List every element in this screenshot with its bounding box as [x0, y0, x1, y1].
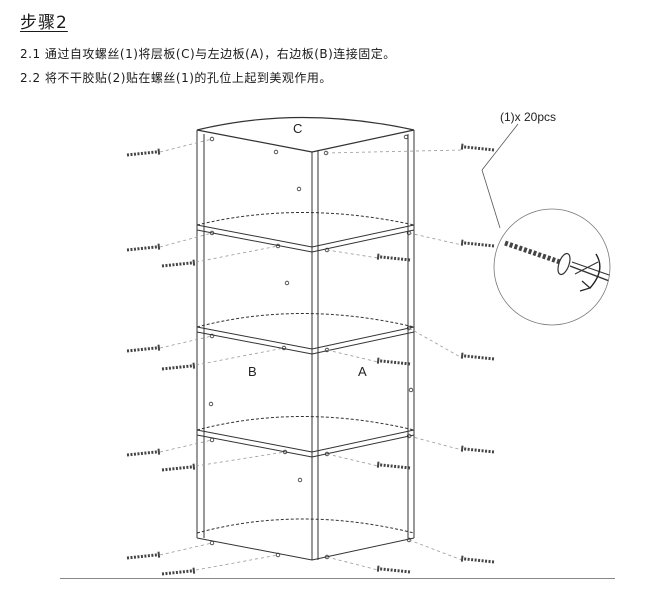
label-panel-a: A	[358, 364, 367, 379]
label-panel-b: B	[248, 364, 257, 379]
cabinet	[196, 116, 415, 561]
bottom-divider	[60, 578, 615, 579]
page-title: 步骤2	[20, 13, 68, 33]
screws	[125, 142, 496, 579]
shelf-2	[196, 313, 415, 355]
screw-detail-callout	[481, 123, 611, 326]
screw-count-label: (1)x 20pcs	[500, 110, 556, 124]
step-2-2-text: 2.2 将不干胶贴(2)贴在螺丝(1)的孔位上起到美观作用。	[20, 71, 332, 85]
screw-guides	[159, 138, 463, 571]
shelf-1	[196, 212, 415, 253]
shelves	[196, 212, 415, 534]
label-shelf-c: C	[293, 121, 302, 136]
step-2-1-text: 2.1 通过自攻螺丝(1)将层板(C)与左边板(A)，右边板(B)连接固定。	[20, 47, 396, 61]
shelf-bottom	[196, 518, 415, 534]
screw-holes	[208, 134, 414, 560]
magnifier-circle	[493, 208, 611, 326]
shelf-3	[196, 416, 415, 458]
